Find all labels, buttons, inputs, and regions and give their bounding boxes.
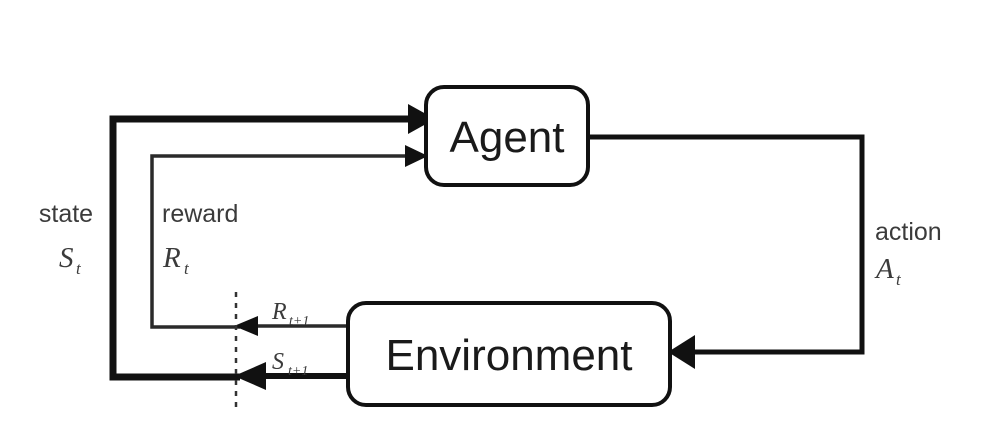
action-label-text: action — [875, 218, 942, 246]
state-next-label: S t+1 — [272, 349, 308, 379]
state-label-math: S — [59, 242, 74, 274]
state-next-math: S — [272, 349, 284, 375]
state-label-subscript: t — [76, 259, 82, 278]
state-label-text: state — [39, 200, 93, 228]
state-next-subscript: t+1 — [288, 364, 308, 379]
agent-box[interactable] — [424, 85, 590, 187]
environment-box[interactable] — [346, 301, 672, 407]
action-label-subscript: t — [896, 270, 902, 289]
agent-label: Agent — [450, 113, 565, 162]
reward-edge-label: reward R t — [162, 200, 238, 278]
node-environment[interactable]: Environment — [346, 301, 672, 407]
state-edge-label: state S t — [39, 200, 93, 278]
state-arrowhead-icon — [408, 104, 435, 134]
state-next-arrowhead-icon — [234, 362, 266, 390]
action-edge — [588, 134, 865, 369]
action-edge-label: action A t — [874, 218, 942, 289]
action-arrowhead-icon — [668, 335, 695, 369]
reward-next-label: R t+1 — [271, 299, 309, 329]
reward-next-arrowhead-icon — [234, 316, 258, 336]
reward-next-math: R — [271, 299, 287, 325]
reward-label-subscript: t — [184, 259, 190, 278]
node-agent[interactable]: Agent — [424, 85, 590, 187]
reward-edge-path — [150, 154, 405, 329]
action-label-math: A — [874, 253, 894, 285]
reward-edge — [150, 145, 428, 329]
reward-next-arrow — [234, 316, 348, 336]
reward-arrowhead-icon — [405, 145, 428, 167]
state-edge — [109, 104, 435, 381]
state-edge-path — [109, 115, 408, 381]
reward-label-text: reward — [162, 200, 238, 228]
state-next-arrow — [234, 362, 348, 390]
reward-next-subscript: t+1 — [289, 314, 309, 329]
reward-label-math: R — [162, 242, 181, 274]
action-edge-path — [588, 134, 865, 355]
environment-label: Environment — [385, 331, 632, 380]
